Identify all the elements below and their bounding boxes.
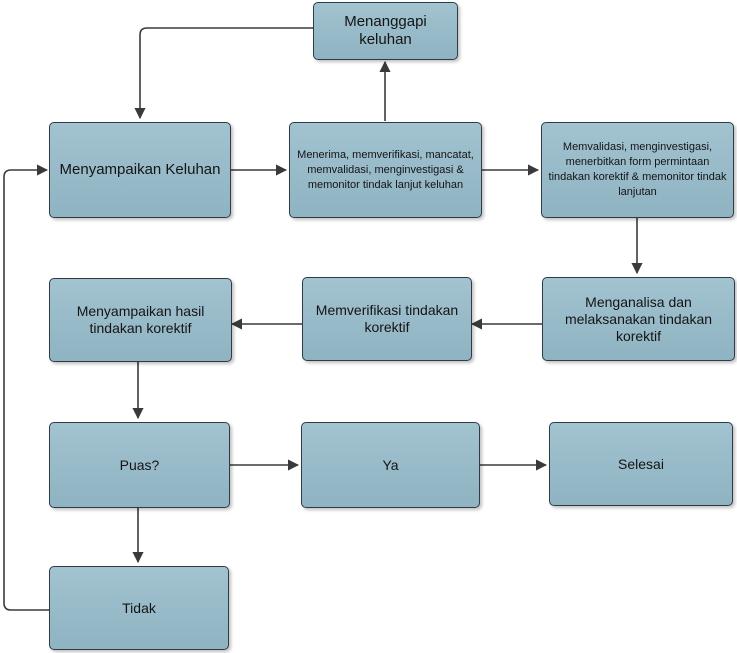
node-memverifikasi: Memverifikasi tindakan korektif xyxy=(302,277,472,361)
node-menanggapi-keluhan: Menanggapi keluhan xyxy=(313,2,458,60)
node-ya: Ya xyxy=(301,422,480,508)
node-selesai-label: Selesai xyxy=(618,455,664,472)
node-menanggapi-label: Menanggapi keluhan xyxy=(344,13,427,48)
node-menyampaikan-keluhan: Menyampaikan Keluhan xyxy=(49,122,231,218)
node-menganalisa-label: Menganalisa dan melaksanakan tindakan ko… xyxy=(564,293,713,344)
node-menganalisa: Menganalisa dan melaksanakan tindakan ko… xyxy=(542,277,735,361)
node-menerima: Menerima, memverifikasi, mancatat, memva… xyxy=(289,122,482,218)
node-memvalidasi-label: Memvalidasi, menginvestigasi, menerbitka… xyxy=(548,141,727,198)
node-memverifikasi-label: Memverifikasi tindakan korektif xyxy=(315,302,459,335)
node-ya-label: Ya xyxy=(382,456,399,473)
node-memvalidasi: Memvalidasi, menginvestigasi, menerbitka… xyxy=(541,122,734,218)
node-tidak: Tidak xyxy=(49,566,229,650)
node-selesai: Selesai xyxy=(549,422,733,506)
node-menerima-label: Menerima, memverifikasi, mancatat, memva… xyxy=(297,148,474,191)
edge-menanggapi-to-menyampaikan xyxy=(134,27,313,120)
edge-tidak-to-menyampaikan xyxy=(3,164,49,611)
node-hasil-label: Menyampaikan hasil tindakan korektif xyxy=(76,303,205,336)
node-menyampaikan-hasil: Menyampaikan hasil tindakan korektif xyxy=(49,278,232,362)
node-menyampaikan-label: Menyampaikan Keluhan xyxy=(59,161,221,178)
node-tidak-label: Tidak xyxy=(122,599,156,616)
node-puas-label: Puas? xyxy=(119,456,160,473)
node-puas: Puas? xyxy=(49,422,230,508)
